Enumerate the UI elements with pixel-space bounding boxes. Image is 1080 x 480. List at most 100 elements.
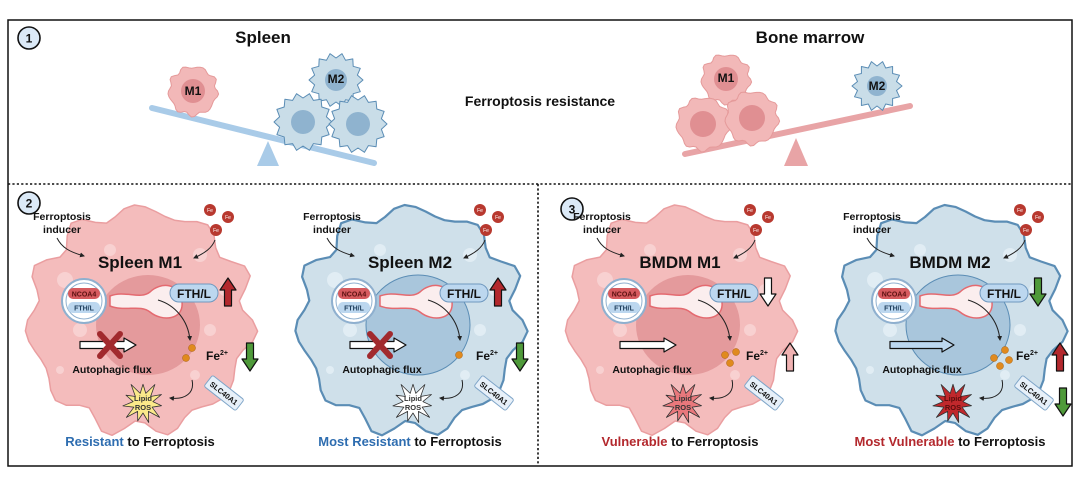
fth-inner-pill <box>68 302 100 313</box>
iron-release-arrow <box>967 299 1003 341</box>
iron-uptake-arrow <box>463 239 486 259</box>
fth-label: FTH/L <box>447 287 481 301</box>
nucleus <box>291 110 315 134</box>
iron-uptake-arrow <box>733 239 756 259</box>
iron-particle <box>1014 204 1026 216</box>
ferroptosis-inducer-label: Ferroptosis <box>843 211 901 223</box>
m1-label: M1 <box>718 71 735 85</box>
ncoa4-pill <box>338 288 370 299</box>
slc40a1-trend-arrow <box>1054 387 1072 417</box>
autophagosome <box>871 278 917 324</box>
ncoa4-label: NCOA4 <box>342 292 367 299</box>
fth-inner-label: FTH/L <box>344 306 365 313</box>
m1-cell <box>700 54 753 106</box>
autophagosome-membrane <box>605 282 643 320</box>
panel-2-badge: 2 <box>17 191 41 215</box>
lipid-ros-label: Lipid <box>404 394 422 403</box>
fth-inner-label: FTH/L <box>74 306 95 313</box>
fth-inner-pill <box>338 302 370 313</box>
cell-title: Spleen M1 <box>98 253 182 272</box>
autophagosome-membrane <box>875 282 913 320</box>
iron-particle-label: Fe <box>477 208 483 214</box>
nucleus <box>690 111 716 137</box>
lipid-ros-label: ROS <box>135 403 151 412</box>
seesaw-beam <box>682 103 913 157</box>
nucleus <box>325 69 347 91</box>
slc40a1-box <box>1014 375 1054 411</box>
fth-label: FTH/L <box>177 287 211 301</box>
ros-arrow <box>439 379 464 402</box>
ncoa4-label: NCOA4 <box>72 292 97 299</box>
autophagic-flux-label: Autophagic flux <box>72 364 151 376</box>
nucleus <box>867 76 887 96</box>
verdict-label: Vulnerable to Ferroptosis <box>602 434 759 449</box>
fth-pill <box>979 283 1029 303</box>
iron-particle <box>1020 224 1032 236</box>
ferroptosis-inducer-label: Ferroptosis <box>573 211 631 223</box>
m2-label: M2 <box>869 79 886 93</box>
fe2-superscript: 2+ <box>490 350 498 357</box>
ferroptosis-inducer-label: inducer <box>43 224 81 236</box>
vesicle <box>73 323 87 337</box>
seesaw-fulcrum <box>257 141 279 166</box>
iron-particle-label: Fe <box>483 228 489 234</box>
fe2-trend-arrow <box>781 342 799 372</box>
m2-cell <box>273 93 333 151</box>
iron-particle <box>210 224 222 236</box>
slc40a1-box <box>744 375 784 411</box>
iron-particle <box>762 211 774 223</box>
fe2-trend-arrow <box>1051 342 1069 372</box>
inducer-arrow <box>326 237 355 258</box>
fth-pill <box>169 283 219 303</box>
ferroptosis-inducer-label: inducer <box>313 224 351 236</box>
blocked-x-icon <box>97 331 123 359</box>
lipid-ros-label: ROS <box>945 403 961 412</box>
fe2-superscript: 2+ <box>760 350 768 357</box>
iron-particle-label: Fe <box>1035 215 1041 221</box>
vesicle <box>883 323 897 337</box>
nucleus <box>346 112 370 136</box>
ncoa4-pill <box>68 288 100 299</box>
verdict-emphasis: Most Vulnerable <box>855 434 955 449</box>
lipid-ros-label: ROS <box>405 403 421 412</box>
autophagosome-membrane <box>335 282 373 320</box>
ferroptosis-inducer-label: Ferroptosis <box>303 211 361 223</box>
inducer-arrow <box>56 237 85 258</box>
verdict-rest: to Ferroptosis <box>667 434 758 449</box>
verdict-emphasis: Vulnerable <box>602 434 668 449</box>
ferroptosis-inducer-label: Ferroptosis <box>33 211 91 223</box>
fe2-ion <box>721 351 729 359</box>
iron-particle <box>492 211 504 223</box>
cell-title: BMDM M2 <box>909 253 990 272</box>
vesicle <box>326 366 334 374</box>
autophagic-flux-label: Autophagic flux <box>882 364 961 376</box>
slc40a1-box <box>474 375 514 411</box>
fth-inner-label: FTH/L <box>884 306 905 313</box>
fe2-superscript: 2+ <box>1030 350 1038 357</box>
iron-particle <box>474 204 486 216</box>
slc40a1-box <box>204 375 244 411</box>
m2-label: M2 <box>328 72 345 86</box>
m2-cell <box>328 95 388 153</box>
autophagosome <box>61 278 107 324</box>
verdict-rest: to Ferroptosis <box>124 434 215 449</box>
m1-cell <box>675 97 732 153</box>
lipid-ros-burst <box>662 383 702 423</box>
vesicle <box>460 370 470 380</box>
iron-release-arrow <box>697 299 733 341</box>
fth-trend-arrow <box>219 277 237 307</box>
autophagic-flux-arrow <box>889 337 955 353</box>
ncoa4-pill <box>608 288 640 299</box>
fe2-ion <box>1001 346 1009 354</box>
m2-cell <box>851 61 903 111</box>
fth-trend-arrow <box>489 277 507 307</box>
vesicle <box>596 366 604 374</box>
lipid-ros-label: Lipid <box>134 394 152 403</box>
iron-particle-label: Fe <box>747 208 753 214</box>
fe2-ion <box>455 351 463 359</box>
fe2-trend-arrow <box>511 342 529 372</box>
fe2-ion <box>726 359 734 367</box>
